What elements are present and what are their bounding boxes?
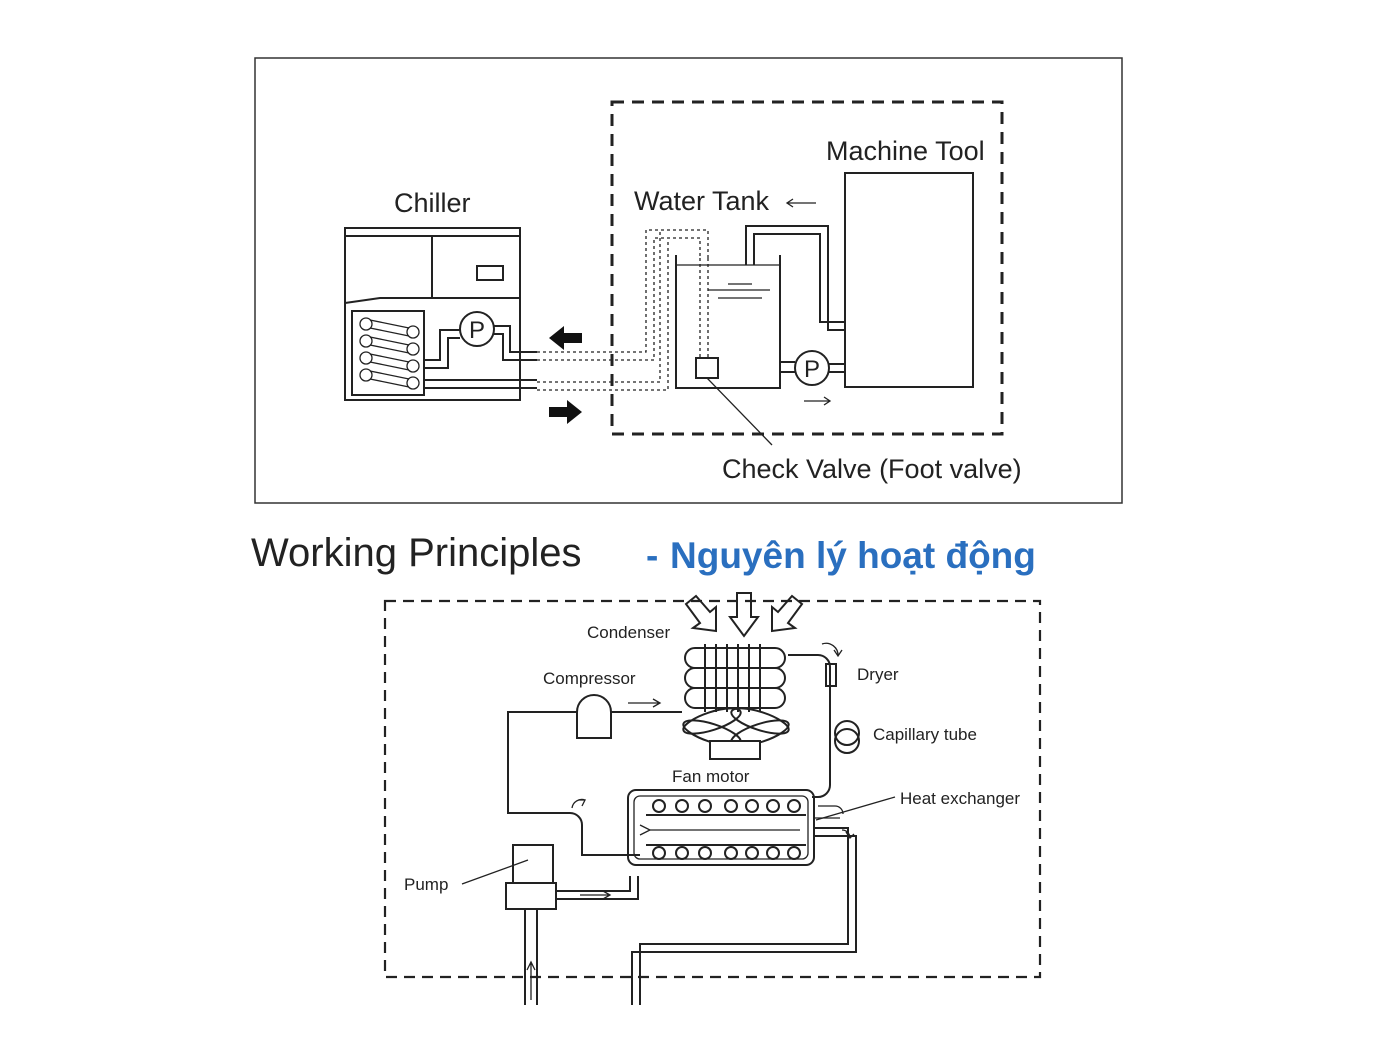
capillary-tube-icon	[834, 720, 860, 754]
return-flow-arrow-icon	[549, 326, 582, 350]
machine-tool-box	[844, 172, 974, 388]
chiller-pump-symbol: P	[469, 317, 485, 344]
chiller-pump-icon	[459, 311, 495, 347]
section-heading: Working Principles - Nguyên lý hoạt động	[251, 531, 1036, 576]
supply-flow-arrow-icon	[549, 400, 582, 424]
compressor-icon	[576, 694, 612, 739]
hose-lines	[537, 229, 709, 391]
water-tank-label: Water Tank	[634, 186, 770, 216]
capillary-tube-label: Capillary tube	[873, 725, 977, 744]
refrigeration-cycle-diagram: Condenser Compressor Dryer Capillary tub…	[383, 592, 1042, 1005]
compressor-label: Compressor	[543, 669, 636, 688]
heading-vietnamese: Nguyên lý hoạt động	[670, 535, 1036, 576]
check-valve-label: Check Valve (Foot valve)	[722, 454, 1022, 484]
heading-english: Working Principles	[251, 531, 582, 575]
chiller-system-diagram: P	[254, 57, 1123, 504]
heat-exchanger	[627, 789, 844, 866]
top-diagram-frame	[254, 57, 1123, 504]
condenser-coil	[684, 644, 786, 712]
condenser-label: Condenser	[587, 623, 671, 642]
airflow-arrows-icon	[684, 592, 804, 638]
machine-pump-icon	[794, 350, 830, 386]
pump-label: Pump	[404, 875, 448, 894]
fan-motor-label: Fan motor	[672, 767, 750, 786]
heat-exchanger-label: Heat exchanger	[900, 789, 1020, 808]
chiller-unit-boundary	[383, 599, 1042, 979]
fan-icon	[682, 707, 790, 760]
fan-motor	[709, 740, 761, 760]
check-valve	[695, 357, 719, 379]
chiller-unit: P	[344, 227, 537, 401]
water-tank: P	[675, 225, 845, 406]
machine-tool-label: Machine Tool	[826, 136, 985, 166]
pump-icon	[505, 844, 557, 910]
dryer-icon	[825, 663, 837, 687]
machine-pump-symbol: P	[804, 356, 820, 383]
heading-separator: -	[646, 535, 658, 576]
dryer-label: Dryer	[857, 665, 899, 684]
chiller-label: Chiller	[394, 188, 471, 218]
